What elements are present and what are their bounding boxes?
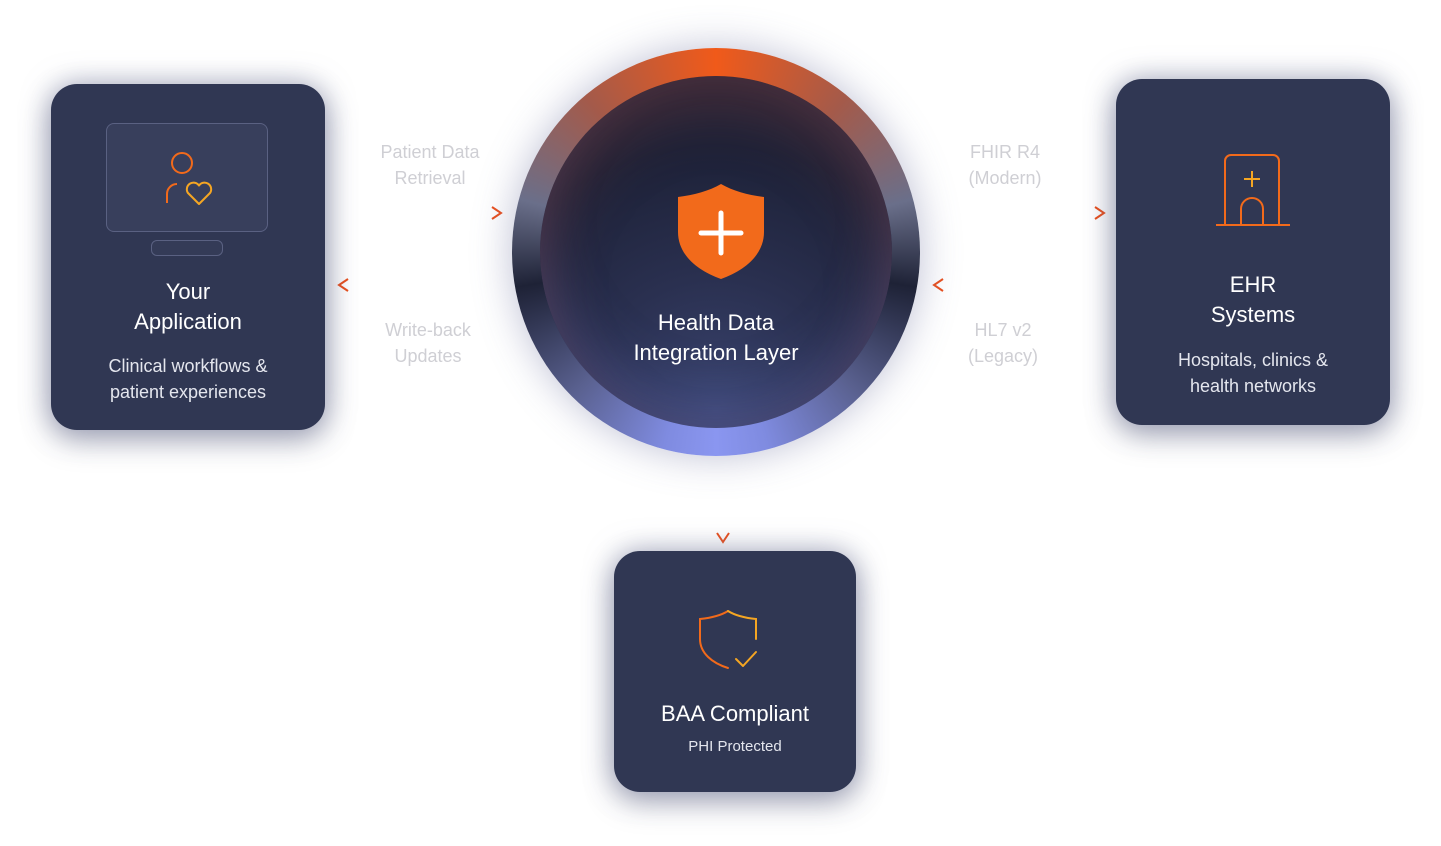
card-subtitle-line: health networks [1189, 376, 1317, 396]
card-title: BAA Compliant [661, 701, 809, 726]
hub-title-line: Health Data [657, 310, 775, 335]
flow-label-line: Patient Data [380, 142, 480, 162]
monitor-stand [151, 240, 223, 256]
card-subtitle: Hospitals, clinics & health networks [1116, 347, 1390, 399]
patient-heart-monitor-icon [166, 152, 213, 205]
monitor-graphic [106, 123, 268, 232]
flow-label-line: Updates [394, 346, 462, 366]
flow-label-line: FHIR R4 [969, 142, 1040, 162]
card-title: Your Application [51, 277, 325, 337]
hub-title-line: Integration Layer [633, 340, 799, 365]
your-application-card: Your Application Clinical workflows & pa… [51, 84, 325, 430]
arrow-app-to-hub [341, 206, 503, 220]
hospital-building-icon [1216, 154, 1290, 226]
flow-label-line: Retrieval [394, 168, 466, 188]
arrow-hub-to-baa [716, 456, 730, 544]
flow-label-hl7: HL7 v2 (Legacy) [923, 317, 1083, 369]
arrow-hub-to-ehr [937, 206, 1106, 220]
baa-compliant-card: BAA Compliant PHI Protected [614, 551, 856, 792]
arrow-hub-to-app [337, 278, 499, 292]
card-subtitle-line: Hospitals, clinics & [1177, 350, 1329, 370]
shield-plus-icon [678, 184, 764, 279]
flow-label-line: (Legacy) [967, 346, 1039, 366]
flow-label-patient-retrieval: Patient Data Retrieval [350, 139, 510, 191]
flow-label-write-back: Write-back Updates [348, 317, 508, 369]
card-title-line: Systems [1210, 302, 1296, 327]
flow-label-line: (Modern) [968, 168, 1042, 188]
card-title: EHR Systems [1116, 270, 1390, 330]
card-subtitle: Clinical workflows & patient experiences [51, 353, 325, 405]
flow-label-fhir: FHIR R4 (Modern) [925, 139, 1085, 191]
hub-title: Health Data Integration Layer [540, 308, 892, 368]
card-subtitle: PHI Protected [688, 738, 782, 755]
flow-label-line: HL7 v2 [974, 320, 1032, 340]
shield-check-icon [699, 610, 757, 669]
card-title-line: Application [134, 309, 242, 334]
card-subtitle-line: Clinical workflows & [108, 356, 268, 376]
ehr-systems-card: EHR Systems Hospitals, clinics & health … [1116, 79, 1390, 425]
arrow-ehr-to-hub [932, 278, 1101, 292]
card-title-line: Your [165, 279, 211, 304]
flow-label-line: Write-back [385, 320, 471, 340]
card-subtitle-line: patient experiences [109, 382, 267, 402]
card-title-line: EHR [1229, 272, 1277, 297]
